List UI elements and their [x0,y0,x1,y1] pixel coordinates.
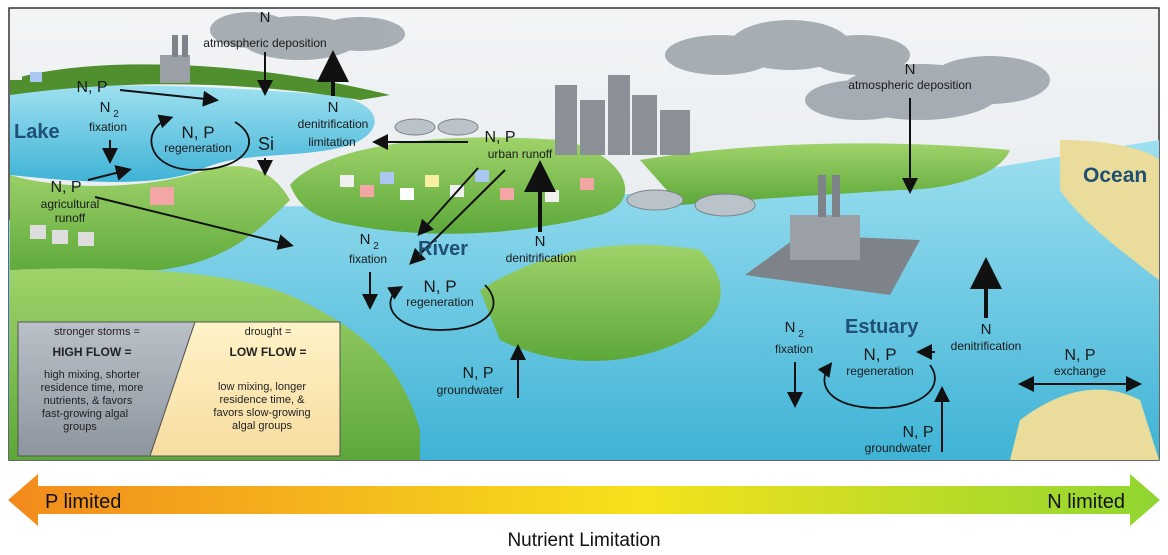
cloud-icon [210,12,1050,120]
n2-lake-subscript: 2 [113,109,119,120]
n2-lake: N [100,99,111,116]
n2-estuary: N [785,319,796,336]
high-flow-line-4: fast-growing algal [42,408,128,420]
fixation-estuary: fixation [775,342,813,356]
groundwater-estuary: groundwater [865,441,932,455]
treatment-tank-icon [394,118,756,217]
regeneration-lake: regeneration [164,141,231,155]
n-denit-lake: N [328,99,339,116]
low-flow-line-4: algal groups [232,420,292,432]
limitation-label: limitation [308,135,355,149]
low-flow-heading: LOW FLOW = [230,345,307,359]
axis-title: Nutrient Limitation [507,530,660,550]
exchange-label: exchange [1054,364,1106,378]
np-regen-river: N, P [423,277,456,296]
n-denit-river: N [535,233,546,250]
nutrient-limitation-scale: P limited N limited Nutrient Limitation [8,474,1160,551]
n2-river-subscript: 2 [373,241,379,252]
ocean-label: Ocean [1083,164,1147,187]
agricultural-label: agricultural [41,197,100,211]
np-regen-estuary: N, P [863,345,896,364]
np-urban: N, P [484,129,515,146]
denitrification-river: denitrification [506,251,577,265]
np-exchange: N, P [1064,347,1095,364]
regeneration-loops [150,114,936,409]
fixation-lake: fixation [89,120,127,134]
np-groundwater-estuary: N, P [902,424,933,441]
n2-river: N [360,231,371,248]
high-flow-line-5: groups [63,421,97,433]
high-flow-line-3: nutrients, & favors [44,395,133,407]
forest-ridge [10,64,390,100]
power-plant-icon [745,175,920,295]
gradient-arrow [8,474,1160,526]
n-limited-label: N limited [1047,491,1125,513]
denitrification-estuary: denitrification [951,339,1022,353]
river-bank [480,244,721,361]
city-skyline-icon [555,75,690,155]
beach [1060,140,1159,280]
groundwater-river: groundwater [437,383,504,397]
n2-estuary-subscript: 2 [798,329,804,340]
n-atm-dep-estuary: N [905,61,916,78]
n-atm-dep-lake: N [260,9,271,26]
urban-runoff-label: urban runoff [488,147,553,161]
np-lake-input: N, P [76,79,107,96]
estuary-north-shore [640,143,1010,205]
lake-water [10,85,375,182]
atm-deposition-right: atmospheric deposition [848,78,971,92]
high-flow-line-1: high mixing, shorter [44,369,140,381]
low-flow-title: drought = [245,326,292,338]
low-flow-line-2: residence time, & [220,394,306,406]
high-flow-line-2: residence time, more [41,382,144,394]
flow-condition-box: stronger storms = HIGH FLOW = high mixin… [17,321,341,457]
high-flow-heading: HIGH FLOW = [53,345,132,359]
river-label: River [418,238,468,260]
runoff-label: runoff [55,211,86,225]
np-groundwater-river: N, P [462,365,493,382]
beach-south [1010,389,1159,460]
estuary-label: Estuary [845,316,919,338]
np-agricultural: N, P [50,179,81,196]
low-flow-line-1: low mixing, longer [218,381,306,393]
denitrification-lake: denitrification [298,117,369,131]
si-label: Si [258,134,274,154]
flux-arrows [87,50,1142,452]
fixation-river: fixation [349,252,387,266]
low-flow-line-3: favors slow-growing [213,407,310,419]
np-regen-lake: N, P [181,123,214,142]
lake-label: Lake [14,121,60,143]
factory-icon [160,35,190,83]
low-flow-panel [149,321,341,457]
atm-deposition-label: atmospheric deposition [203,36,326,50]
farmland [10,166,290,275]
high-flow-title: stronger storms = [54,326,140,338]
regeneration-estuary: regeneration [846,364,913,378]
n-denit-estuary: N [981,321,992,338]
regeneration-river: regeneration [406,295,473,309]
p-limited-label: P limited [45,491,121,513]
